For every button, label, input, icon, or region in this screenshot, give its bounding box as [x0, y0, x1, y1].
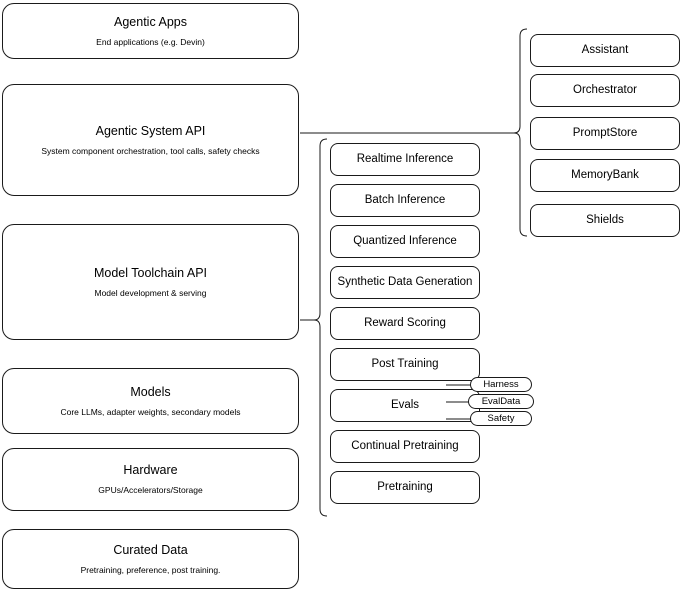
component-assistant[interactable]: Assistant	[530, 34, 680, 67]
component-memorybank[interactable]: MemoryBank	[530, 159, 680, 192]
capability-label: Pretraining	[377, 481, 433, 494]
evals-tag-label: Safety	[487, 413, 515, 424]
component-orchestrator[interactable]: Orchestrator	[530, 74, 680, 107]
component-label: Shields	[586, 214, 624, 227]
capability-post-training[interactable]: Post Training	[330, 348, 480, 381]
capability-label: Post Training	[371, 358, 439, 371]
layer-subtitle: End applications (e.g. Devin)	[96, 36, 205, 47]
layer-title: Hardware	[123, 463, 178, 478]
layer-title: Models	[130, 384, 171, 399]
component-label: MemoryBank	[571, 169, 639, 182]
layer-agentic-apps[interactable]: Agentic Apps End applications (e.g. Devi…	[2, 3, 299, 59]
brace-toolchain-capabilities	[313, 138, 328, 517]
layer-title: Agentic Apps	[114, 14, 187, 29]
layer-model-toolchain-api[interactable]: Model Toolchain API Model development & …	[2, 224, 299, 340]
capability-realtime-inference[interactable]: Realtime Inference	[330, 143, 480, 176]
capability-label: Evals	[390, 399, 420, 412]
capability-label: Realtime Inference	[356, 153, 454, 166]
evals-tag-safety[interactable]: Safety	[470, 411, 532, 426]
capability-label: Batch Inference	[364, 194, 446, 207]
capability-evals[interactable]: Evals	[330, 389, 480, 422]
capability-label: Continual Pretraining	[351, 440, 459, 453]
evals-tag-evaldata[interactable]: EvalData	[468, 394, 534, 409]
evals-tag-label: Harness	[483, 379, 519, 390]
capability-label: Reward Scoring	[364, 317, 446, 330]
layer-title: Model Toolchain API	[93, 265, 208, 280]
capability-quantized-inference[interactable]: Quantized Inference	[330, 225, 480, 258]
evals-tag-label: EvalData	[481, 396, 521, 407]
component-label: PromptStore	[572, 127, 638, 140]
capability-pretraining[interactable]: Pretraining	[330, 471, 480, 504]
layer-subtitle: Model development & serving	[94, 287, 207, 298]
component-label: Orchestrator	[573, 84, 637, 97]
layer-subtitle: Core LLMs, adapter weights, secondary mo…	[60, 406, 241, 417]
layer-subtitle: System component orchestration, tool cal…	[41, 145, 260, 156]
layer-agentic-system-api[interactable]: Agentic System API System component orch…	[2, 84, 299, 196]
layer-models[interactable]: Models Core LLMs, adapter weights, secon…	[2, 368, 299, 434]
evals-tag-harness[interactable]: Harness	[470, 377, 532, 392]
capability-continual-pretraining[interactable]: Continual Pretraining	[330, 430, 480, 463]
brace-system-components	[513, 28, 528, 237]
capability-batch-inference[interactable]: Batch Inference	[330, 184, 480, 217]
layer-subtitle: Pretraining, preference, post training.	[80, 564, 221, 575]
component-promptstore[interactable]: PromptStore	[530, 117, 680, 150]
layer-title: Agentic System API	[95, 123, 206, 138]
layer-title: Curated Data	[113, 542, 188, 557]
capability-label: Quantized Inference	[353, 235, 457, 248]
component-shields[interactable]: Shields	[530, 204, 680, 237]
capability-synthetic-data-generation[interactable]: Synthetic Data Generation	[330, 266, 480, 299]
component-label: Assistant	[581, 44, 629, 57]
layer-curated-data[interactable]: Curated Data Pretraining, preference, po…	[2, 529, 299, 589]
capability-label: Synthetic Data Generation	[337, 276, 473, 289]
capability-reward-scoring[interactable]: Reward Scoring	[330, 307, 480, 340]
layer-hardware[interactable]: Hardware GPUs/Accelerators/Storage	[2, 448, 299, 511]
layer-subtitle: GPUs/Accelerators/Storage	[98, 485, 203, 495]
